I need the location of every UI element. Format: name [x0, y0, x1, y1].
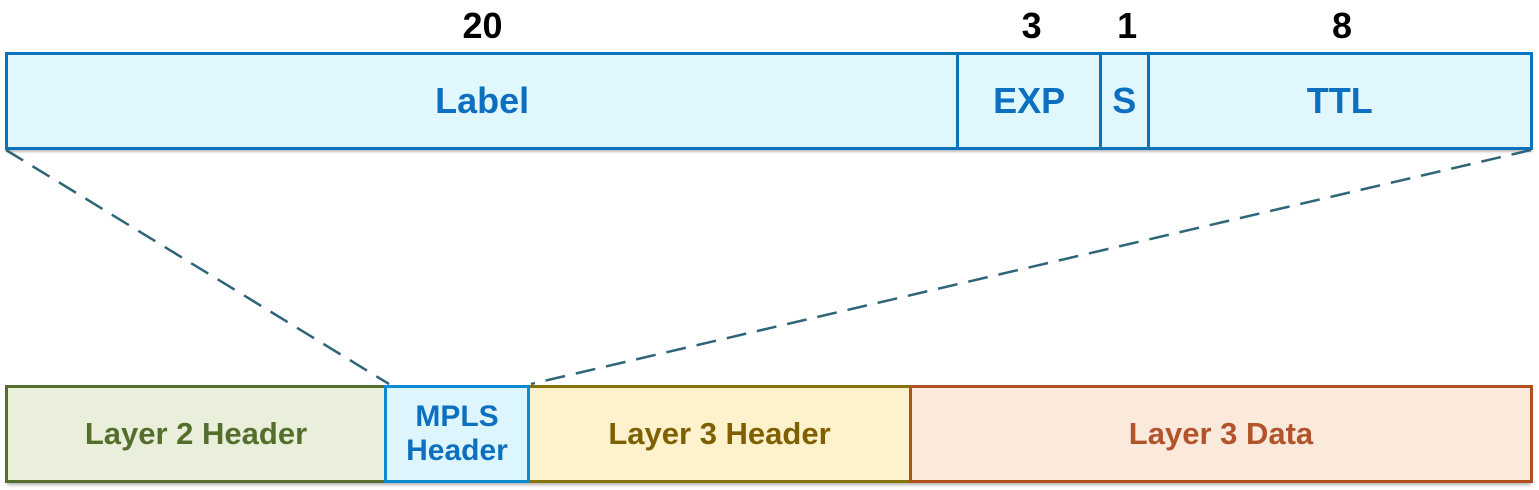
ttl-bit-count: 8: [1331, 5, 1353, 46]
label-bit-count: 20: [462, 5, 503, 46]
bit-count-row: 20 3 1 8: [5, 0, 1533, 52]
connector-line-right: [530, 148, 1532, 386]
segment-mpls-header-line2: Header: [406, 434, 508, 467]
connector-line-left: [5, 148, 390, 386]
segment-layer3-header: Layer 3 Header: [527, 385, 913, 483]
field-s: S: [1102, 55, 1150, 147]
field-label: Label: [8, 55, 960, 147]
segment-layer2-header: Layer 2 Header: [5, 385, 387, 483]
segment-mpls-header-line1: MPLS: [415, 400, 499, 434]
packet-layout-row: Layer 2 Header MPLS Header Layer 3 Heade…: [5, 385, 1533, 483]
s-bit-count: 1: [1117, 5, 1138, 46]
exp-bit-count: 3: [1021, 5, 1042, 46]
segment-mpls-header: MPLS Header: [384, 385, 531, 483]
segment-layer3-data: Layer 3 Data: [909, 385, 1533, 483]
field-ttl: TTL: [1306, 80, 1373, 121]
field-exp: EXP: [959, 55, 1102, 147]
mpls-header-fields-box: Label EXP S TTL: [5, 52, 1533, 150]
